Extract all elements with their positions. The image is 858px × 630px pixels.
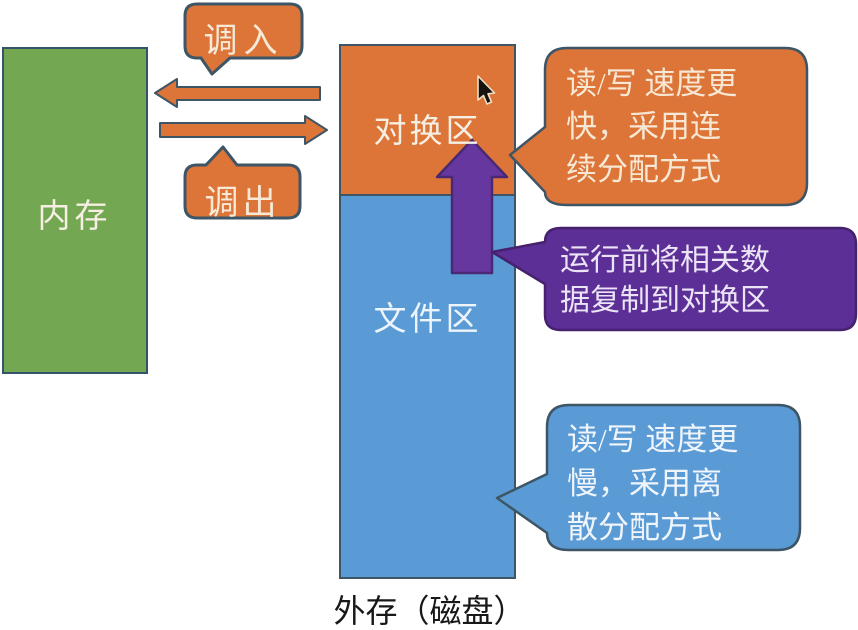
arrow-swap-in [154, 78, 321, 108]
swap-in-bubble [183, 2, 304, 76]
swap-note-callout [508, 46, 809, 207]
mouse-cursor-icon [477, 75, 496, 105]
arrow-swap-out [159, 115, 328, 145]
arrow-copy-up [435, 138, 509, 275]
swap-out-bubble [183, 145, 302, 220]
copy-note-callout [490, 226, 858, 332]
memory-box [2, 47, 148, 374]
file-note-callout [495, 403, 802, 552]
